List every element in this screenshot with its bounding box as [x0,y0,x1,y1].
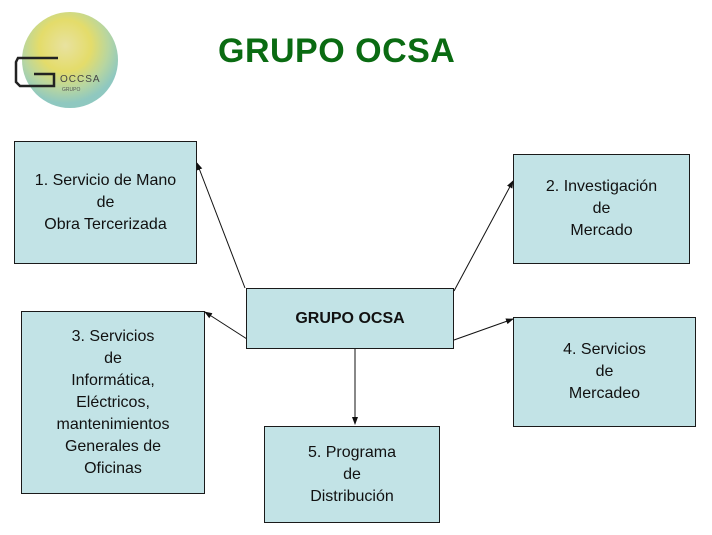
logo-subtext: GRUPO [62,87,80,93]
arrow-to-box-2 [453,180,514,292]
node-box-1: 1. Servicio de Mano de Obra Tercerizada [14,141,197,264]
grupo-ocsa-logo: OCCSA GRUPO [14,12,118,108]
node-box-2: 2. Investigación de Mercado [513,154,690,264]
node-box-4: 4. Servicios de Mercadeo [513,317,696,427]
page-title: GRUPO OCSA [218,32,456,70]
arrow-to-box-1 [196,162,246,289]
node-box-5: 5. Programa de Distribución [264,426,440,523]
arrow-to-box-3 [204,311,248,340]
center-node: GRUPO OCSA [246,288,454,349]
logo-g-letter [14,56,58,88]
logo-globe [22,12,118,108]
arrow-to-box-4 [453,318,514,341]
logo-text: OCCSA [60,74,101,85]
node-box-3: 3. Servicios de Informática, Eléctricos,… [21,311,205,494]
